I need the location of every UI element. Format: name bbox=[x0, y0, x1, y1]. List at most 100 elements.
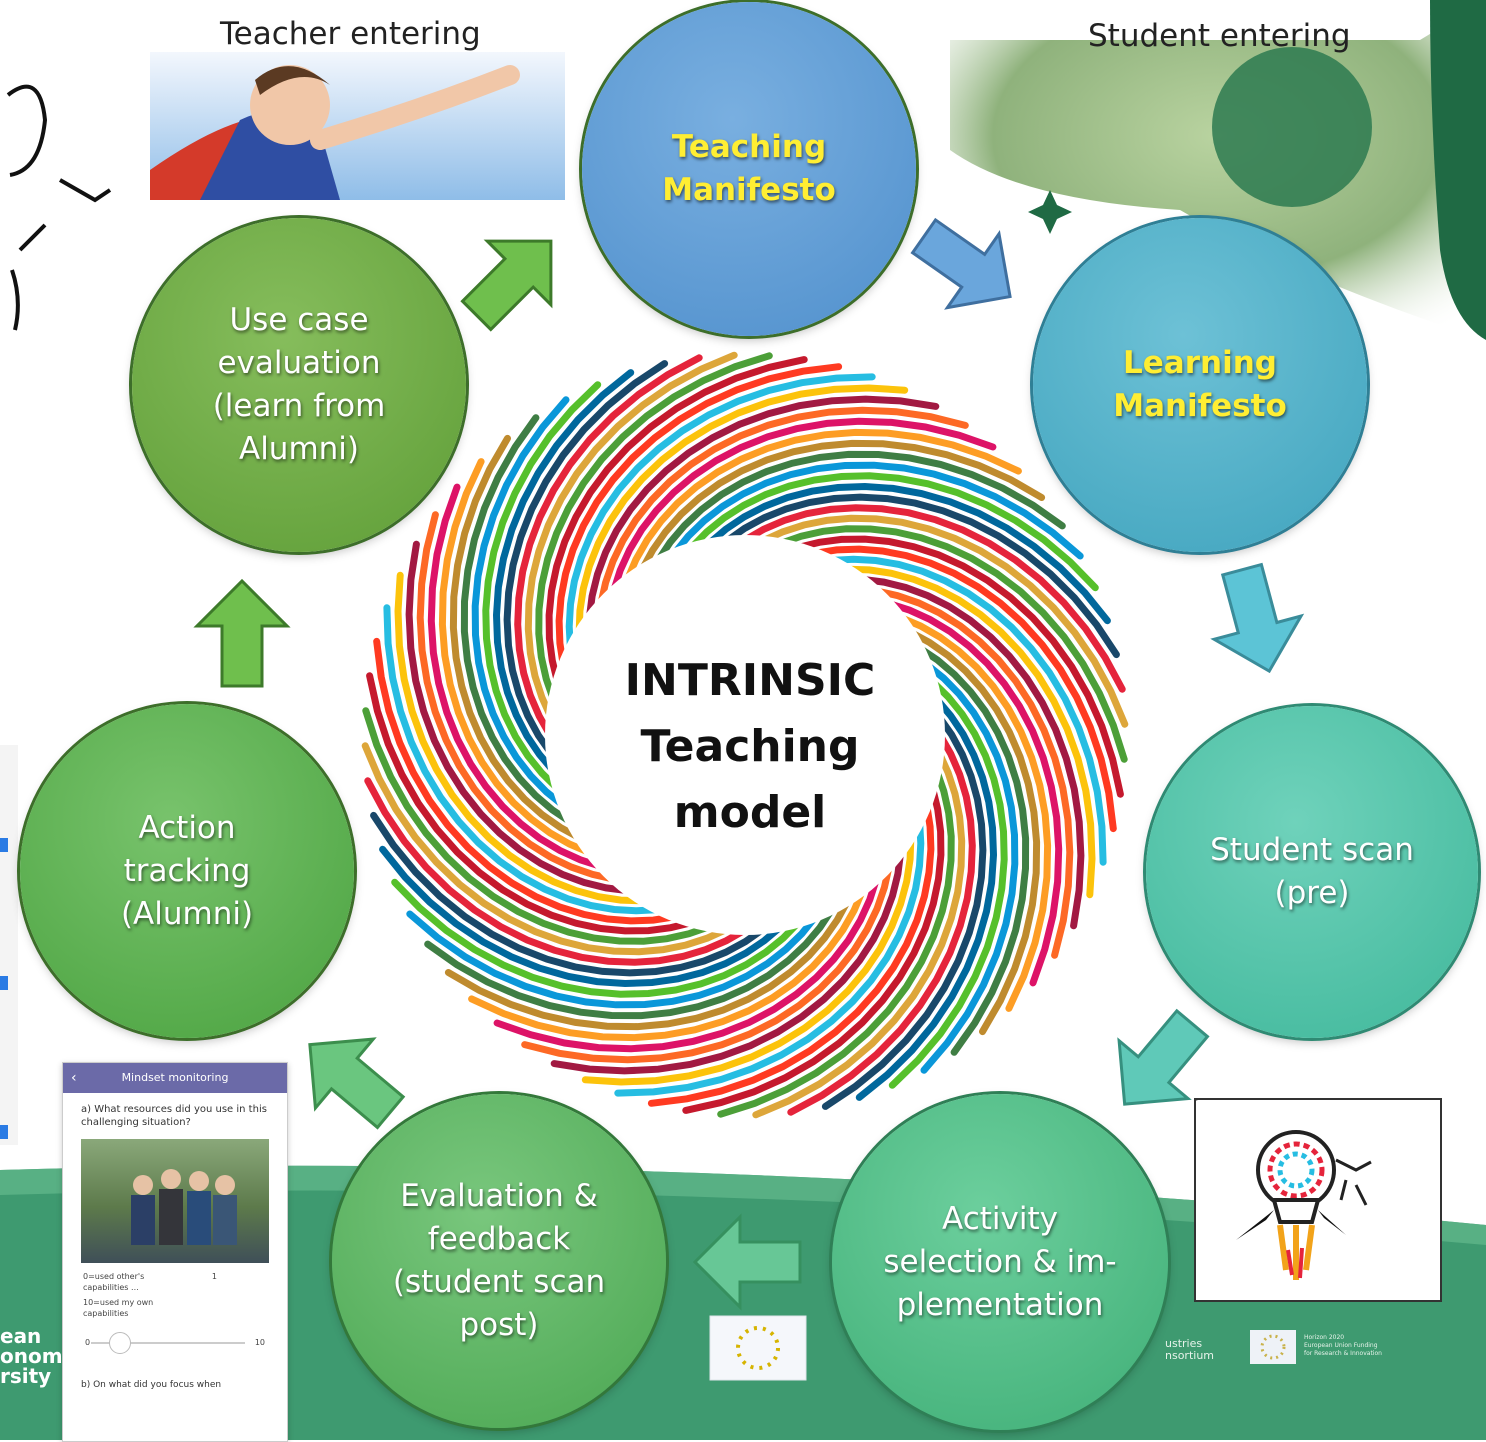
node-activity-selection-label: Activity selection & im- plementation bbox=[883, 1200, 1117, 1323]
swirl-stroke bbox=[821, 713, 987, 1110]
slider-thumb[interactable] bbox=[109, 1332, 131, 1354]
swirl-stroke bbox=[654, 450, 1066, 564]
swirl-stroke bbox=[565, 373, 876, 652]
center-title-line-3: model bbox=[673, 787, 827, 838]
back-icon[interactable]: ‹ bbox=[71, 1070, 77, 1086]
swirl-stroke bbox=[794, 535, 1124, 798]
swirl-stroke bbox=[424, 906, 836, 1020]
mindset-slider[interactable] bbox=[91, 1342, 245, 1344]
node-student-scan: Student scan (pre) bbox=[1146, 706, 1478, 1038]
swirl-stroke bbox=[405, 540, 631, 895]
swirl-stroke bbox=[391, 878, 802, 998]
swirl-stroke bbox=[885, 600, 1063, 987]
swirl-stroke bbox=[859, 575, 1085, 930]
swirl-stroke bbox=[741, 504, 1126, 693]
swirl-stroke bbox=[493, 875, 880, 1053]
swirl-stroke bbox=[610, 417, 997, 595]
swirl-stroke bbox=[647, 801, 935, 1107]
swirl-stroke bbox=[535, 352, 773, 703]
swirl-stroke bbox=[777, 525, 1128, 763]
swirl-stroke bbox=[897, 614, 1052, 1012]
swirl-stroke bbox=[916, 644, 1030, 1056]
phone-header: ‹ Mindset monitoring bbox=[63, 1063, 287, 1093]
node-action-tracking-label: Action tracking (Alumni) bbox=[120, 809, 254, 932]
swirl-stroke bbox=[614, 818, 925, 1097]
intrinsic-logo-box bbox=[1194, 1069, 1442, 1302]
swirl-stroke bbox=[671, 461, 1084, 560]
swirl-stroke bbox=[503, 360, 669, 757]
swirl-stroke bbox=[364, 777, 749, 966]
swirl-stroke bbox=[585, 395, 940, 621]
swirl-stroke bbox=[514, 354, 703, 739]
swirl-stroke bbox=[855, 695, 998, 1101]
swirl-stroke bbox=[373, 637, 679, 925]
phone-title: Mindset monitoring bbox=[121, 1071, 229, 1084]
scale-low-label: 0=used other's capabilities ... bbox=[83, 1272, 145, 1292]
swirl-stroke bbox=[581, 834, 915, 1086]
lightbulb-rocket-icon bbox=[1195, 1069, 1372, 1280]
swirl-stroke bbox=[460, 414, 574, 826]
swirl-stroke bbox=[844, 565, 1096, 899]
swirl-stroke bbox=[888, 678, 1008, 1089]
footer-horizon-fragment: Horizon 2020 European Union Funding for … bbox=[1304, 1334, 1382, 1357]
node-action-tracking: Action tracking (Alumni) bbox=[20, 704, 354, 1038]
question-b: b) On what did you focus when bbox=[81, 1380, 222, 1390]
swirl-stroke bbox=[545, 356, 808, 686]
node-student-scan-label: Student scan (pre) bbox=[1210, 832, 1414, 911]
arrow-to-evaluation bbox=[692, 1213, 802, 1311]
swirl-stroke bbox=[688, 472, 1099, 592]
swirl-stroke bbox=[723, 493, 1120, 659]
swirl-stroke bbox=[907, 628, 1041, 1036]
swirl-stroke bbox=[624, 428, 1022, 583]
swirl-stroke bbox=[550, 849, 905, 1075]
arrow-to-action-tracking bbox=[308, 1037, 406, 1130]
node-learning-manifesto: Learning Manifesto bbox=[1033, 218, 1367, 552]
swirl-stroke bbox=[872, 587, 1074, 959]
swirl-stroke bbox=[383, 604, 662, 915]
swirl-stroke bbox=[468, 887, 866, 1042]
swirl-stroke bbox=[717, 767, 955, 1118]
footer-consortium-fragment: ustries nsortium bbox=[1165, 1337, 1215, 1362]
node-learning-manifesto-label: Learning Manifesto bbox=[1113, 345, 1287, 424]
node-teaching-manifesto: Teaching Manifesto bbox=[582, 2, 916, 336]
swirl-stroke bbox=[438, 458, 593, 856]
swirl-stroke bbox=[492, 369, 635, 775]
center-title-line-2: Teaching bbox=[640, 721, 860, 772]
arrow-to-learning-manifesto bbox=[910, 217, 1012, 310]
student-entering-label: Student entering bbox=[1088, 18, 1351, 54]
swirl-stroke bbox=[449, 434, 583, 842]
swirl-stroke bbox=[638, 439, 1046, 573]
node-evaluation-feedback-label: Evaluation & feedback (student scan post… bbox=[392, 1178, 606, 1343]
swirl-stroke bbox=[416, 511, 618, 883]
scale-high-label: 10=used my own capabilities bbox=[83, 1298, 154, 1318]
swirl-stroke bbox=[524, 351, 738, 721]
swirl-stroke bbox=[575, 384, 909, 636]
footer-left-fragment: ean onom rsity bbox=[0, 1324, 63, 1388]
swirl-stroke bbox=[361, 742, 731, 956]
scale-value: 1 bbox=[211, 1272, 217, 1281]
swirl-stroke bbox=[521, 862, 893, 1064]
swirl-stroke bbox=[787, 731, 976, 1116]
swirl-stroke bbox=[920, 661, 1019, 1074]
slider-min-label: 0 bbox=[85, 1338, 91, 1347]
swirl-stroke bbox=[811, 545, 1117, 833]
arrow-to-use-case bbox=[193, 578, 291, 688]
swirl-stroke bbox=[370, 811, 767, 977]
swirl-stroke bbox=[379, 845, 785, 988]
arrow-to-teaching-manifesto bbox=[460, 239, 553, 332]
teacher-entering-label: Teacher entering bbox=[220, 16, 481, 52]
center-title-line-1: INTRINSIC bbox=[624, 655, 876, 706]
swirl-stroke bbox=[471, 396, 570, 809]
star-icon bbox=[1028, 190, 1072, 234]
swirl-stroke bbox=[759, 514, 1129, 728]
slider-max-label: 10 bbox=[254, 1338, 265, 1347]
node-teaching-manifesto-label: Teaching Manifesto bbox=[662, 129, 836, 208]
swirl-stroke bbox=[828, 555, 1107, 866]
node-activity-selection: Activity selection & im- plementation bbox=[832, 1094, 1168, 1430]
question-a: a) What resources did you use in this ch… bbox=[81, 1104, 267, 1128]
node-evaluation-feedback: Evaluation & feedback (student scan post… bbox=[332, 1094, 666, 1428]
node-use-case-evaluation: Use case evaluation (learn from Alumni) bbox=[132, 218, 466, 552]
swirl-stroke bbox=[406, 910, 819, 1009]
